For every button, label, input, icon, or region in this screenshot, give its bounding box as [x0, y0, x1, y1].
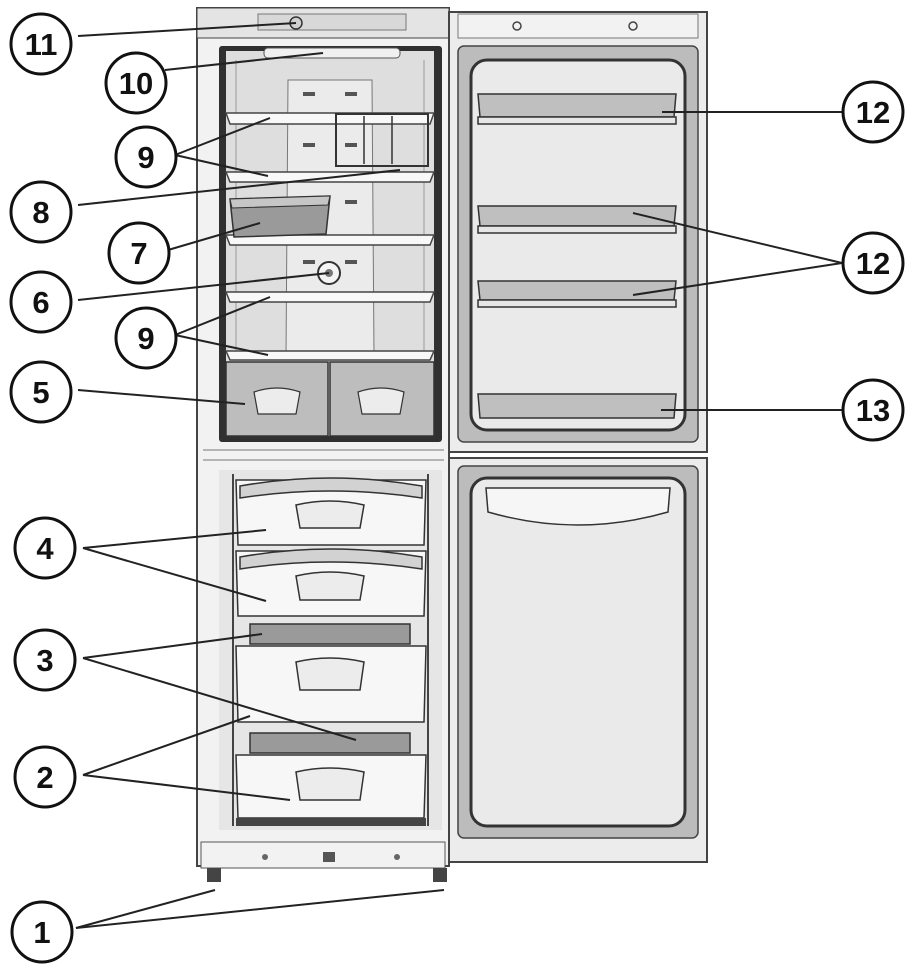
callout-3: 3 [13, 628, 77, 692]
callout-label: 3 [36, 643, 53, 678]
callout-label: 8 [32, 195, 49, 230]
freezer-door [448, 457, 708, 863]
callout-8: 8 [9, 180, 73, 244]
callout-10: 10 [104, 51, 168, 115]
callout-7: 7 [107, 221, 171, 285]
callout-label: 7 [130, 236, 147, 271]
fridge-compartment [219, 46, 442, 442]
callout-label: 1 [33, 915, 50, 950]
callout-12-lower: 12 [841, 231, 905, 295]
callout-1: 1 [10, 900, 74, 964]
callout-label: 10 [119, 66, 153, 101]
callout-9-upper: 9 [114, 125, 178, 189]
callout-label: 5 [32, 375, 49, 410]
callout-13: 13 [841, 378, 905, 442]
callout-6: 6 [9, 270, 73, 334]
callout-label: 12 [856, 246, 890, 281]
callout-label: 11 [25, 27, 58, 62]
fridge-door [448, 11, 708, 453]
callout-label: 4 [36, 531, 54, 566]
callout-9-lower: 9 [114, 306, 178, 370]
callouts: 11 10 9 8 7 6 9 5 [9, 12, 905, 964]
callout-label: 2 [36, 760, 53, 795]
callout-label: 12 [856, 95, 890, 130]
fridge-base [200, 841, 447, 882]
callout-2: 2 [13, 745, 77, 809]
callout-5: 5 [9, 360, 73, 424]
callout-12-upper: 12 [841, 80, 905, 144]
callout-11: 11 [9, 12, 73, 76]
callout-label: 9 [137, 140, 154, 175]
callout-4: 4 [13, 516, 77, 580]
callout-label: 9 [137, 321, 154, 356]
leader-lines [75, 22, 843, 929]
callout-label: 6 [32, 285, 49, 320]
freezer-compartment [219, 470, 442, 830]
callout-label: 13 [856, 393, 890, 428]
